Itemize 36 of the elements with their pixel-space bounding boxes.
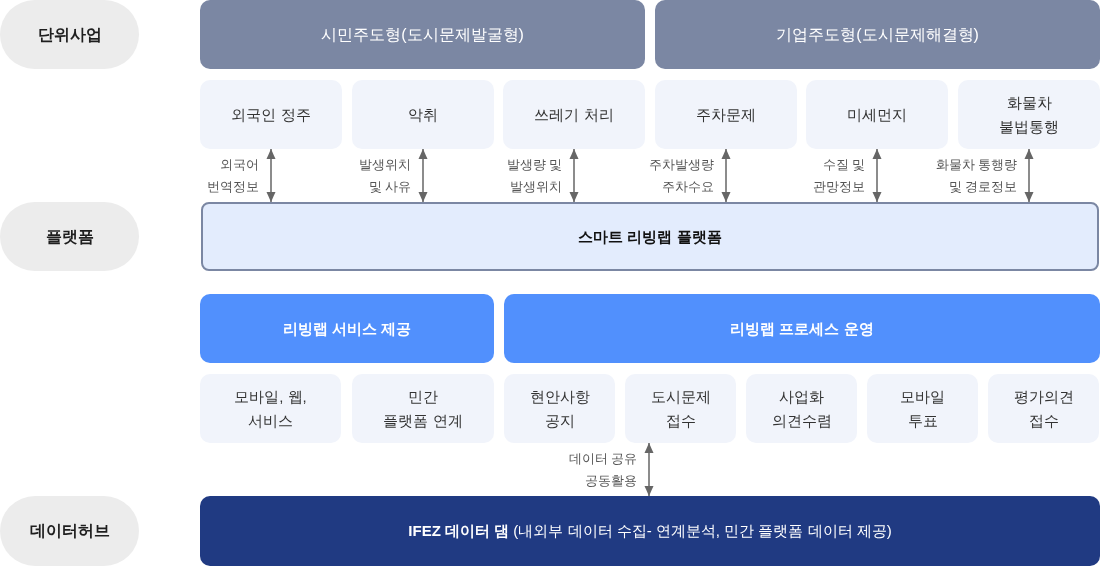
edge-label: 발생량 및 발생위치 [506,156,562,196]
tier-pill: 플랫폼 [0,202,139,271]
issue-card: 악취 [352,80,494,149]
double-arrow [266,148,276,203]
platform-bar: 스마트 리빙랩 플랫폼 [201,202,1099,271]
function-card: 민간 플랫폼 연계 [352,374,494,443]
issue-card: 주차문제 [655,80,797,149]
function-card: 도시문제 접수 [625,374,736,443]
issue-card: 화물차 불법통행 [958,80,1100,149]
data-hub-bar: IFEZ 데이터 댐 (내외부 데이터 수집- 연계분석, 민간 플랫폼 데이터 제공) [200,496,1100,566]
issue-card: 쓰레기 처리 [503,80,645,149]
issue-card: 외국인 정주 [200,80,342,149]
service-header: 리빙랩 서비스 제공 [200,294,494,363]
tier-pill: 데이터허브 [0,496,139,566]
function-card: 현안사항 공지 [504,374,615,443]
category-header: 기업주도형(도시문제해결형) [655,0,1100,69]
function-card: 평가의견 접수 [988,374,1099,443]
issue-card: 미세먼지 [806,80,948,149]
function-card: 사업화 의견수렴 [746,374,857,443]
double-arrow [1024,148,1034,203]
edge-label: 외국어 번역정보 [207,156,259,196]
double-arrow [721,148,731,203]
service-header: 리빙랩 프로세스 운영 [504,294,1100,363]
function-card: 모바일 투표 [867,374,978,443]
edge-label: 발생위치 및 사유 [359,156,411,196]
double-arrow [872,148,882,203]
edge-label: 주차발생량 주차수요 [649,156,714,196]
double-arrow [418,148,428,203]
edge-label: 화물차 통행량 및 경로정보 [935,156,1017,196]
edge-label: 데이터 공유 공동활용 [568,450,637,490]
double-arrow [569,148,579,203]
function-card: 모바일, 웹, 서비스 [200,374,341,443]
double-arrow [644,442,654,497]
edge-label: 수질 및 관망정보 [813,156,865,196]
tier-pill: 단위사업 [0,0,139,69]
category-header: 시민주도형(도시문제발굴형) [200,0,645,69]
